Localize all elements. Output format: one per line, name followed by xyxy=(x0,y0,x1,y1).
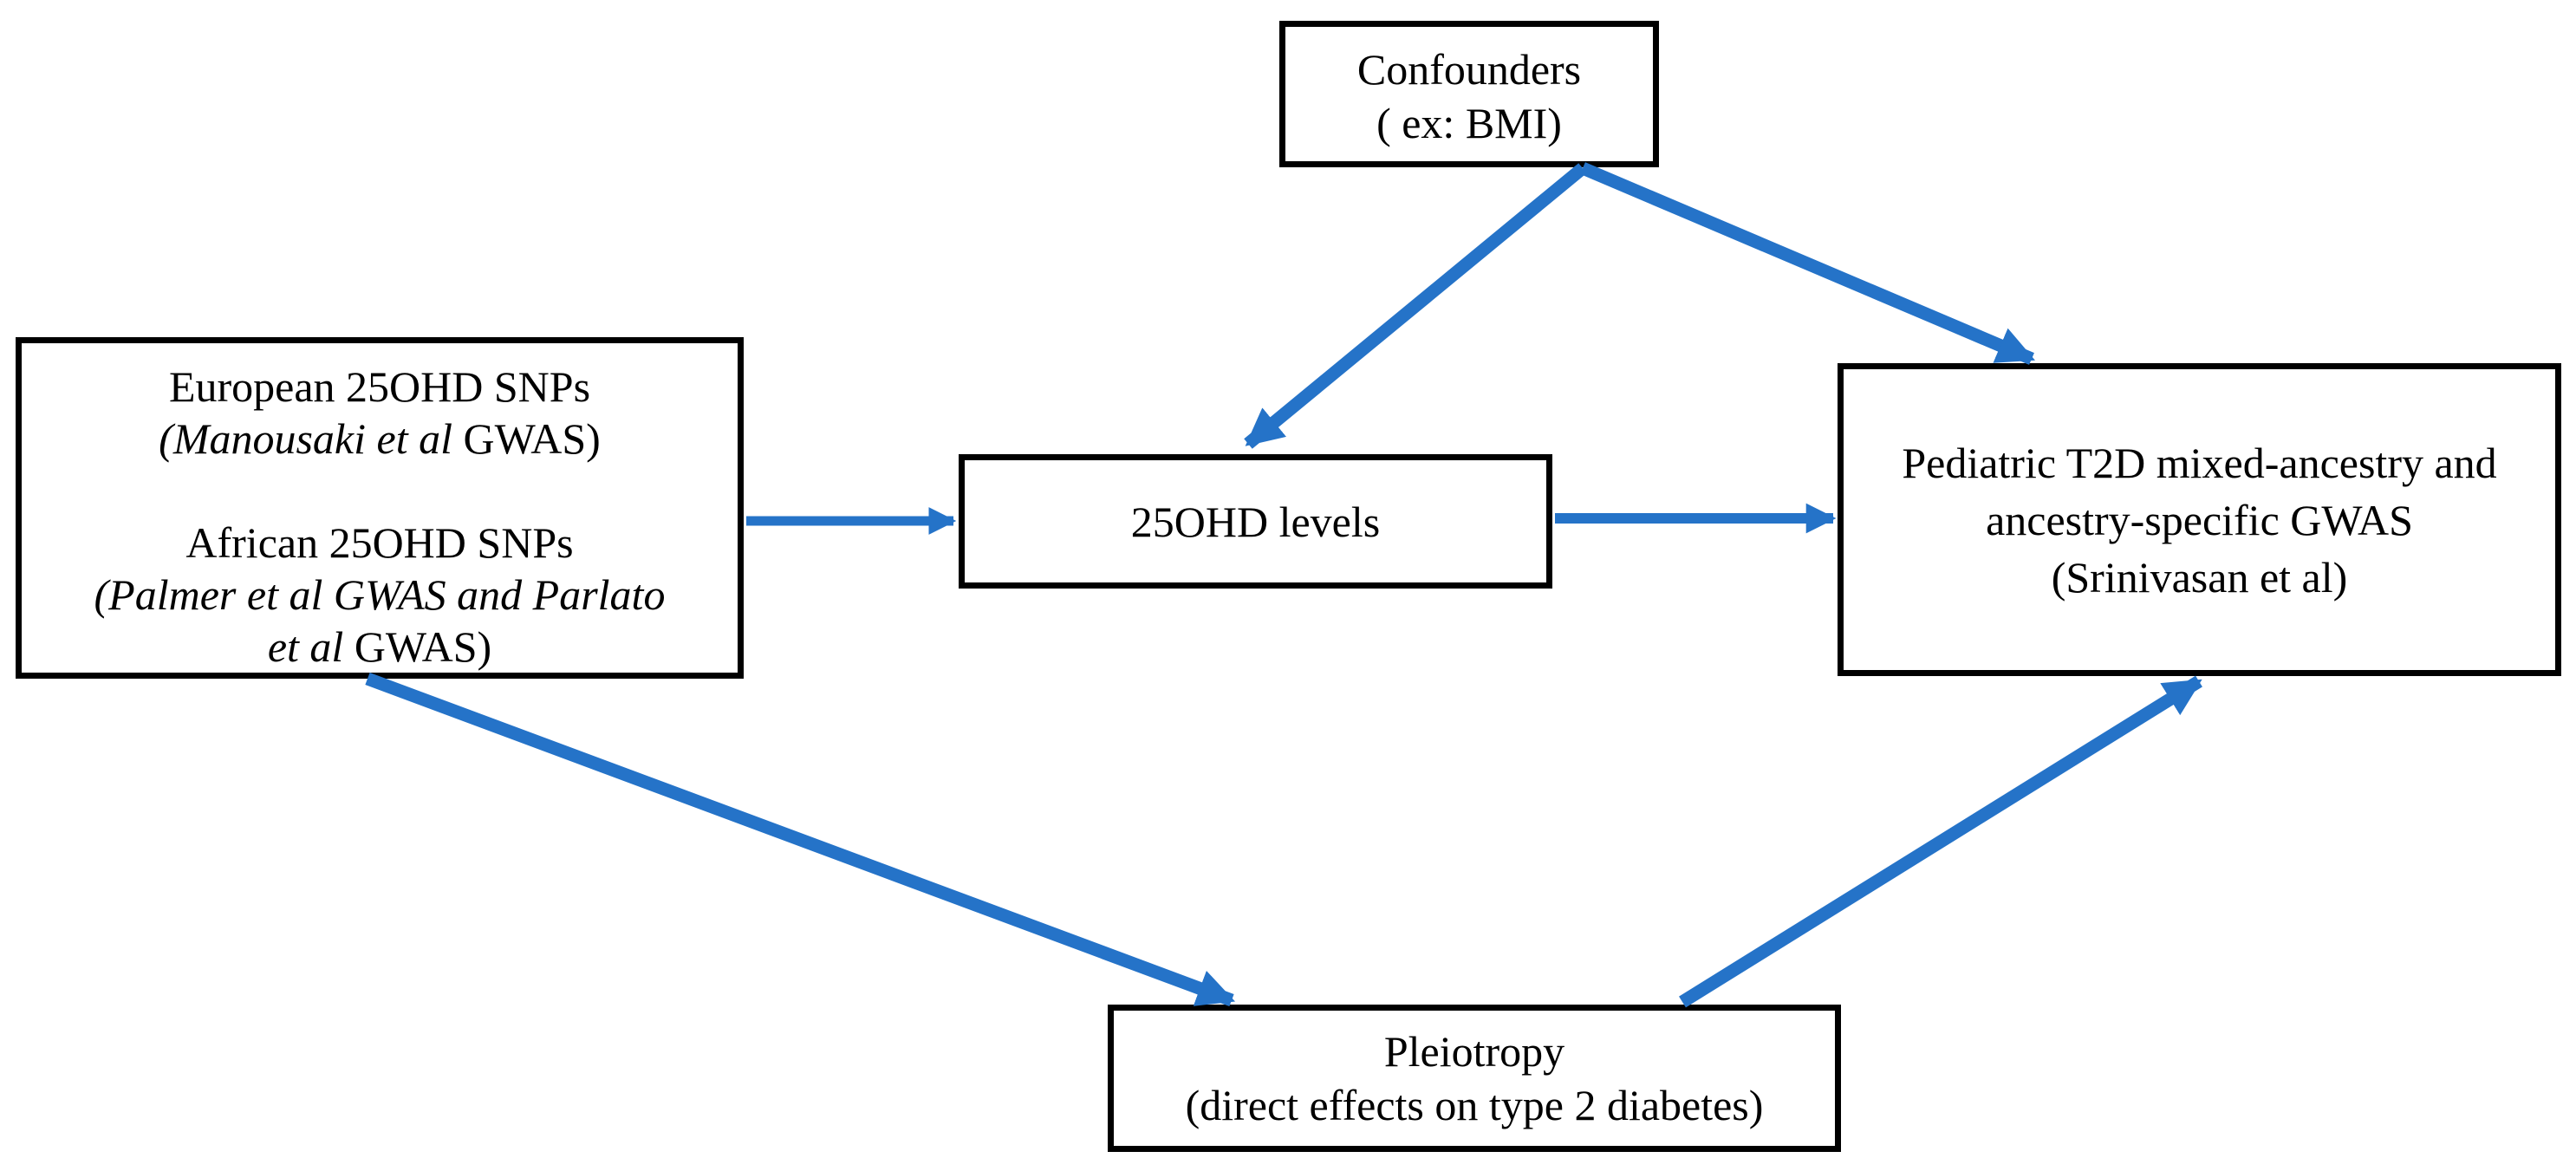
node-snps: European 25OHD SNPs (Manousaki et al GWA… xyxy=(16,337,744,679)
snps-european-source-regular: GWAS) xyxy=(452,414,601,463)
pleiotropy-description: (direct effects on type 2 diabetes) xyxy=(1185,1081,1764,1129)
snps-blank-line xyxy=(22,465,738,517)
pleiotropy-title: Pleiotropy xyxy=(1383,1027,1565,1076)
outcome-line2: ancestry-specific GWAS xyxy=(1986,495,2413,544)
outcome-source: (Srinivasan et al) xyxy=(2051,552,2348,602)
outcome-line1: Pediatric T2D mixed-ancestry and xyxy=(1902,438,2497,487)
arrow-confounders-to-25ohd-levels xyxy=(1244,163,1587,449)
arrow-snps-to-pleiotropy xyxy=(365,672,1236,1007)
25ohd-levels-label: 25OHD levels xyxy=(1130,497,1381,546)
snps-european-source: (Manousaki et al GWAS) xyxy=(22,413,738,465)
arrow-pleiotropy-to-outcome-gwas xyxy=(1679,675,2202,1008)
snps-african-title: African 25OHD SNPs xyxy=(185,518,574,567)
confounders-example: ( ex: BMI) xyxy=(1376,99,1562,147)
node-pleiotropy: Pleiotropy (direct effects on type 2 dia… xyxy=(1108,1005,1841,1152)
snps-african-source-line2-italic: et al xyxy=(267,622,344,671)
snps-african-source-line2: et al GWAS) xyxy=(22,621,738,673)
snps-european-source-italic: (Manousaki et al xyxy=(159,414,452,463)
snps-african-source-line2-regular: GWAS) xyxy=(343,622,492,671)
node-outcome-gwas: Pediatric T2D mixed-ancestry and ancestr… xyxy=(1838,363,2561,676)
snps-european-title: European 25OHD SNPs xyxy=(168,362,591,411)
node-confounders: Confounders ( ex: BMI) xyxy=(1279,21,1659,167)
node-25ohd-levels: 25OHD levels xyxy=(959,454,1552,589)
snps-african-source-line1: (Palmer et al GWAS and Parlato xyxy=(94,570,666,619)
arrow-confounders-to-outcome-gwas xyxy=(1580,162,2036,365)
confounders-title: Confounders xyxy=(1356,45,1582,94)
